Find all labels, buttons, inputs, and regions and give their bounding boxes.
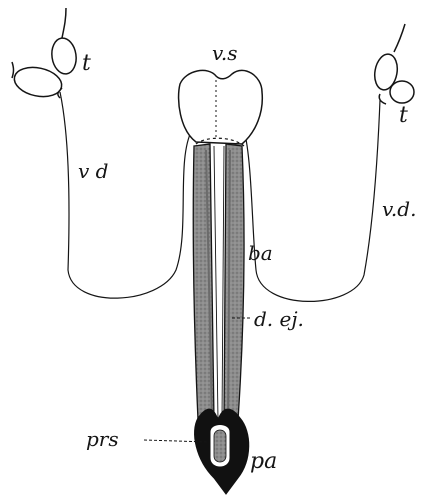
label-vas-deferens-right: v.d. <box>382 197 416 221</box>
label-bulbus-accessorius: ba <box>248 241 273 265</box>
label-vas-deferens-left: v d <box>78 159 108 183</box>
label-vesicula-seminalis: v.s <box>212 41 238 65</box>
left-testis <box>12 8 79 101</box>
vesicula-seminalis <box>179 70 263 144</box>
label-penis: pa <box>250 449 277 474</box>
label-ductus-ejaculatorius: d. ej. <box>254 307 304 331</box>
bulbus-accessorius <box>193 144 244 420</box>
ductus-ejaculatorius <box>214 146 224 420</box>
right-testis <box>372 24 414 104</box>
penis-organ <box>195 409 249 494</box>
right-vas-deferens <box>244 100 380 301</box>
left-vas-deferens <box>60 92 192 298</box>
label-penis-sheath: prs <box>86 427 119 451</box>
label-testis-left: t <box>82 51 91 76</box>
label-testis-right: t <box>399 103 408 128</box>
